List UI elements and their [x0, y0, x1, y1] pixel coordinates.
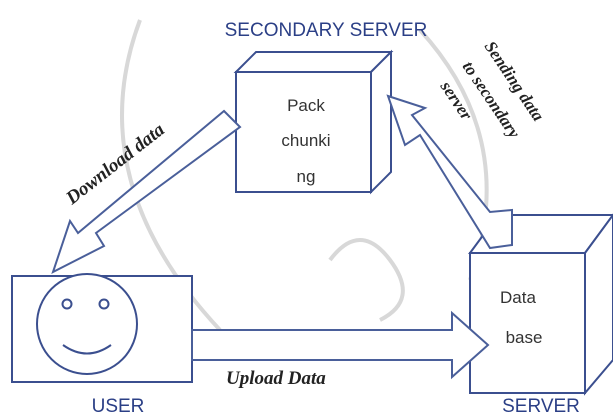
- download-label: Download data: [61, 119, 169, 210]
- server-box-line-1: Data: [500, 288, 536, 307]
- server-box-line-2: base: [506, 328, 543, 347]
- smiley-face-icon: [36, 273, 138, 375]
- download-arrow: [51, 109, 242, 274]
- secondary-box-line-1: Pack: [287, 96, 325, 115]
- secondary-server-box: Pack chunki ng: [233, 49, 394, 195]
- upload-label: Upload Data: [226, 368, 326, 389]
- server-label: SERVER: [502, 396, 580, 417]
- user-label: USER: [92, 396, 145, 417]
- secondary-box-line-2: chunki: [281, 131, 330, 150]
- sending-label: Sending data to secondary server: [436, 38, 548, 142]
- secondary-box-line-3: ng: [297, 167, 316, 186]
- server-box: Data base: [468, 213, 613, 396]
- secondary-server-label: SECONDARY SERVER: [225, 20, 428, 41]
- user-box: [11, 273, 193, 383]
- upload-arrow: [191, 310, 490, 380]
- sending-arrow: [386, 94, 513, 250]
